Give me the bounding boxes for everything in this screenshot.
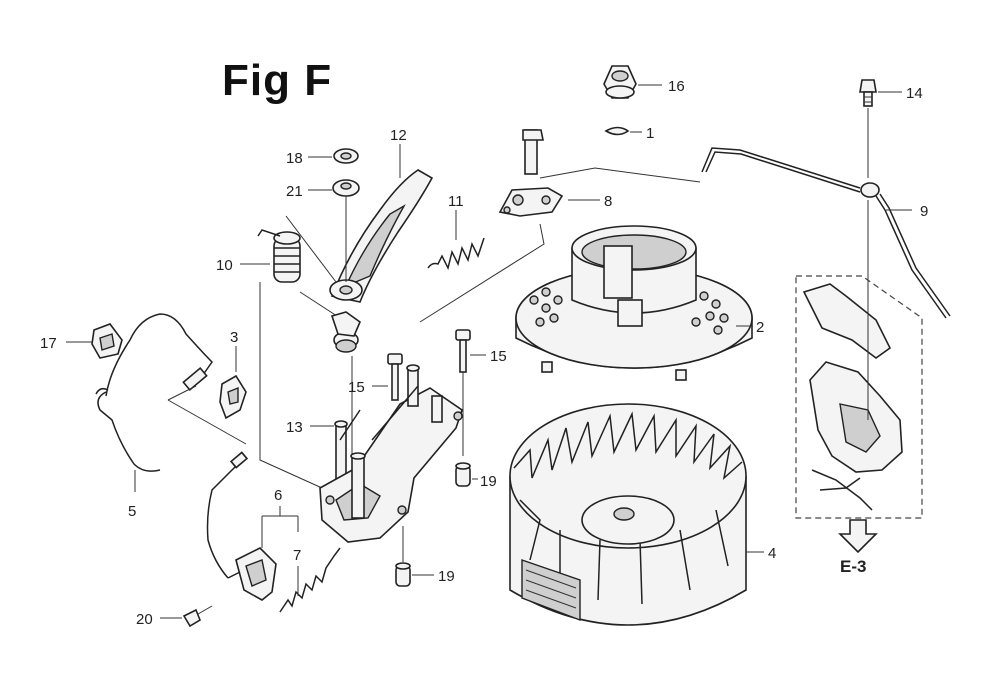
callout-15a: 15 xyxy=(348,379,365,396)
callout-16: 16 xyxy=(668,78,685,95)
wire-clip-part-17 xyxy=(91,323,123,359)
bolt-part-15a xyxy=(387,353,403,401)
callout-20: 20 xyxy=(136,611,153,628)
flywheel-part-4 xyxy=(509,403,747,626)
guide-10b xyxy=(259,282,323,489)
callout-9: 9 xyxy=(920,203,928,220)
shaft-part-13 xyxy=(334,420,348,483)
callout-18: 18 xyxy=(286,150,303,167)
guide-8 xyxy=(419,223,545,323)
callout-7: 7 xyxy=(293,547,301,564)
callout-6: 6 xyxy=(274,487,282,504)
callout-4: 4 xyxy=(768,545,776,562)
callout-8: 8 xyxy=(604,193,612,210)
guide-8-rod xyxy=(539,167,701,183)
flywheel-magnet xyxy=(521,559,581,622)
stop-switch-part-6 xyxy=(227,547,277,601)
reference-arrow-icon xyxy=(838,519,878,554)
guide-5 xyxy=(167,385,247,445)
callout-labels: 16 1 14 9 8 11 2 4 12 18 21 10 17 3 15 1… xyxy=(40,78,928,628)
bushing-part-19b xyxy=(395,562,411,587)
washer-part-21 xyxy=(332,179,360,197)
callout-19a: 19 xyxy=(480,473,497,490)
callout-2: 2 xyxy=(756,319,764,336)
clamp-part-3 xyxy=(219,374,247,420)
callout-14: 14 xyxy=(906,85,923,102)
callout-10: 10 xyxy=(216,257,233,274)
stop-switch-wire xyxy=(206,451,249,579)
lever-shaft xyxy=(330,311,361,353)
reference-label-e3: E-3 xyxy=(840,557,866,576)
small-spring-part-7 xyxy=(279,547,341,613)
callout-3: 3 xyxy=(230,329,238,346)
callout-15b: 15 xyxy=(490,348,507,365)
vent-holes xyxy=(529,287,729,335)
callout-17: 17 xyxy=(40,335,57,352)
spring-part-11 xyxy=(427,237,485,271)
governor-bracket xyxy=(319,364,463,543)
washer-part-18 xyxy=(333,148,359,164)
callout-11: 11 xyxy=(448,193,464,210)
callout-5: 5 xyxy=(128,503,136,520)
figure-title: Fig F xyxy=(222,56,333,105)
callout-19b: 19 xyxy=(438,568,455,585)
nut-part-16 xyxy=(603,65,637,99)
bushing-part-19a xyxy=(455,462,471,487)
callout-21: 21 xyxy=(286,183,303,200)
governor-rod-part-9 xyxy=(701,147,951,319)
starter-cup-part-2 xyxy=(515,225,753,381)
screw-part-20 xyxy=(182,605,213,628)
screw-part-14 xyxy=(859,79,877,107)
torsion-spring-part-10 xyxy=(257,229,301,283)
bracket-6-7 xyxy=(261,506,299,596)
callout-13: 13 xyxy=(286,419,303,436)
guide-10 xyxy=(285,215,341,319)
governor-lever-part-12 xyxy=(329,169,434,303)
bolt-part-15b xyxy=(455,329,471,373)
governor-arm-part-8 xyxy=(498,129,564,217)
stop-wire-part-5 xyxy=(95,313,213,472)
callout-1: 1 xyxy=(646,125,654,142)
detail-view-e3 xyxy=(795,200,923,519)
callout-12: 12 xyxy=(390,127,407,144)
key-part-1 xyxy=(604,126,630,136)
